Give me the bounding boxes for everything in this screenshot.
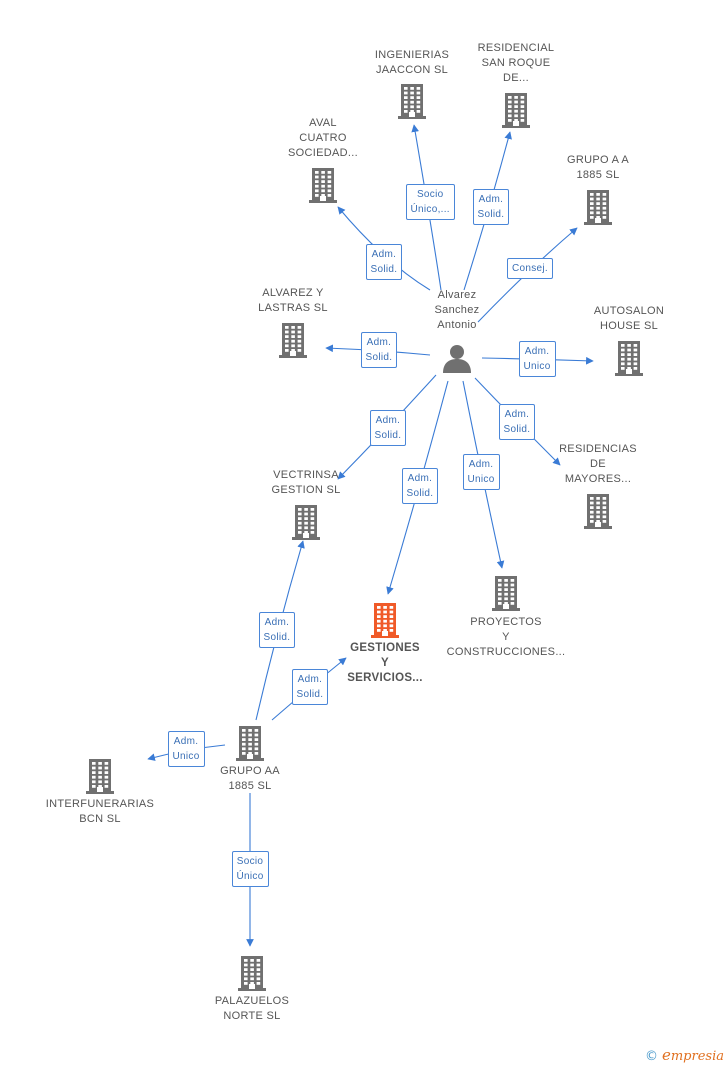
relation-label[interactable]: Consej.: [507, 257, 554, 279]
relation-label[interactable]: Adm. Solid.: [472, 189, 510, 225]
relation-label[interactable]: Adm. Unico: [167, 731, 205, 767]
building-icon: [584, 190, 612, 225]
building-icon: [238, 956, 266, 991]
node-gestiones[interactable]: GESTIONES Y SERVICIOS...: [310, 602, 460, 684]
node-label: RESIDENCIAS DE MAYORES...: [559, 443, 637, 485]
node-residencias[interactable]: RESIDENCIAS DE MAYORES...: [523, 442, 673, 529]
person-icon: [443, 345, 471, 373]
node-label: RESIDENCIAL SAN ROQUE DE...: [477, 42, 555, 84]
node-vectrinsa[interactable]: VECTRINSA GESTION SL: [231, 468, 381, 540]
node-label: INGENIERIAS JAACCON SL: [374, 49, 450, 76]
building-icon: [309, 168, 337, 203]
node-label: AUTOSALON HOUSE SL: [593, 305, 665, 332]
relation-label[interactable]: Adm. Solid.: [369, 410, 407, 446]
building-icon: [86, 759, 114, 794]
relation-label[interactable]: Adm. Solid.: [291, 669, 329, 705]
building-icon: [279, 323, 307, 358]
relation-label[interactable]: Adm. Unico: [462, 454, 500, 490]
brand-name: mpresia: [670, 1049, 724, 1064]
node-ingenierias[interactable]: INGENIERIAS JAACCON SL: [337, 48, 487, 119]
node-person[interactable]: Alvarez Sanchez Antonio: [382, 288, 532, 373]
relation-label[interactable]: Adm. Solid.: [360, 332, 398, 368]
relation-label[interactable]: Adm. Solid.: [365, 244, 403, 280]
node-palazuelos[interactable]: PALAZUELOS NORTE SL: [177, 955, 327, 1022]
relation-label[interactable]: Adm. Solid.: [498, 404, 536, 440]
building-icon: [615, 341, 643, 376]
node-interfunerarias[interactable]: INTERFUNERARIAS BCN SL: [25, 758, 175, 825]
node-label: GRUPO A A 1885 SL: [566, 154, 629, 181]
node-label: PROYECTOS Y CONSTRUCCIONES...: [446, 616, 566, 658]
node-proyectos[interactable]: PROYECTOS Y CONSTRUCCIONES...: [431, 575, 581, 658]
building-icon: [502, 93, 530, 128]
building-icon-highlighted: [371, 603, 399, 638]
building-icon: [236, 726, 264, 761]
node-label: ALVAREZ Y LASTRAS SL: [258, 287, 328, 314]
building-icon: [292, 505, 320, 540]
relation-label[interactable]: Adm. Solid.: [401, 468, 439, 504]
copyright-icon: ©: [644, 1049, 658, 1064]
node-alvarez[interactable]: ALVAREZ Y LASTRAS SL: [218, 286, 368, 358]
node-label: AVAL CUATRO SOCIEDAD...: [288, 117, 358, 159]
node-label: VECTRINSA GESTION SL: [271, 469, 341, 496]
node-label: PALAZUELOS NORTE SL: [214, 995, 290, 1022]
node-label: GRUPO AA 1885 SL: [220, 765, 280, 792]
building-icon: [584, 494, 612, 529]
building-icon: [492, 576, 520, 611]
relation-label[interactable]: Adm. Unico: [518, 341, 556, 377]
brand-footer[interactable]: ©empresia: [645, 1046, 724, 1064]
relation-label[interactable]: Adm. Solid.: [258, 612, 296, 648]
node-grupoaa[interactable]: GRUPO AA 1885 SL: [175, 725, 325, 792]
node-autosalon[interactable]: AUTOSALON HOUSE SL: [554, 304, 704, 376]
node-label: INTERFUNERARIAS BCN SL: [45, 798, 155, 825]
building-icon: [398, 84, 426, 119]
node-label: GESTIONES Y SERVICIOS...: [347, 642, 423, 684]
relation-label[interactable]: Socio Único,...: [405, 184, 455, 220]
node-grupoa[interactable]: GRUPO A A 1885 SL: [523, 153, 673, 225]
node-residencial[interactable]: RESIDENCIAL SAN ROQUE DE...: [441, 41, 591, 128]
brand-initial: e: [661, 1046, 671, 1064]
relation-label[interactable]: Socio Único: [231, 851, 269, 887]
node-aval[interactable]: AVAL CUATRO SOCIEDAD...: [248, 116, 398, 203]
node-label: Alvarez Sanchez Antonio: [434, 289, 480, 331]
